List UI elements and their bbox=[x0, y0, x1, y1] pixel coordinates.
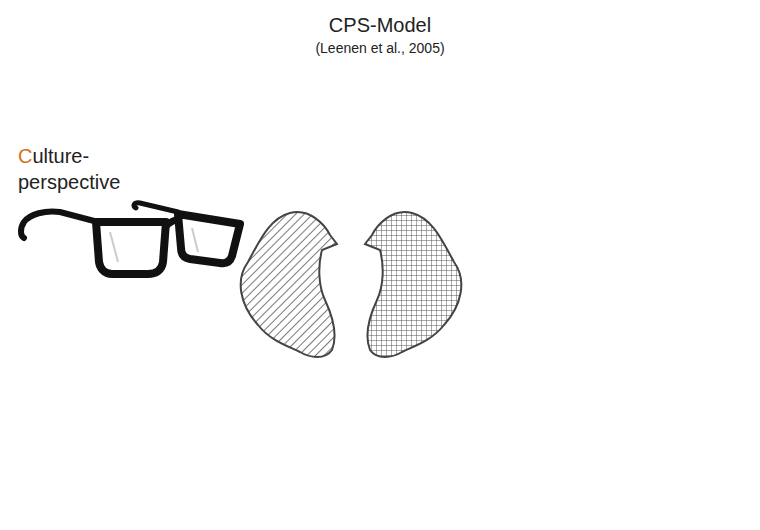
glasses-lens bbox=[96, 222, 166, 274]
hatched-figure bbox=[241, 212, 337, 357]
glasses-temple bbox=[21, 211, 98, 238]
glasses-icon bbox=[21, 203, 240, 274]
citation: (Leenen et al., 2005) bbox=[230, 40, 530, 56]
glasses-bridge bbox=[166, 219, 180, 226]
glasses-lens bbox=[178, 214, 240, 263]
perspective-label: Culture- perspective bbox=[18, 143, 148, 195]
grid-figure bbox=[365, 212, 461, 357]
slide-title: CPS-Model bbox=[230, 14, 530, 37]
lens-glint bbox=[110, 228, 198, 262]
glasses-temple bbox=[134, 203, 178, 212]
